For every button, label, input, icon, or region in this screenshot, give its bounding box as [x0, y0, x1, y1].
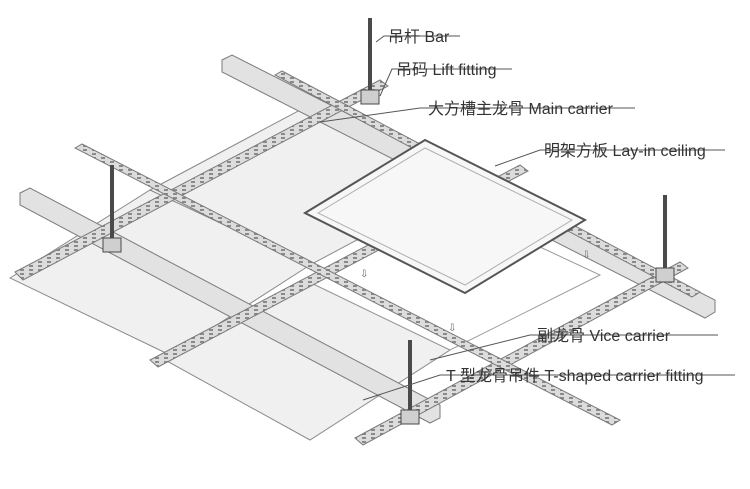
main-carrier-rail-icon: [19, 187, 441, 424]
down-arrow-icon: ⇩: [582, 250, 590, 261]
vice-carrier-rail-icon: [14, 79, 389, 281]
hangers: [102, 18, 675, 425]
leader-lift-fitting: [379, 68, 512, 97]
leader-vice-carrier: [429, 334, 718, 361]
vice-carrier-rail-icon: [73, 143, 622, 426]
vice-carrier-rail-icon: [354, 261, 689, 446]
hanger-rod-icon: [655, 195, 675, 283]
label-lift-fitting: 吊码 Lift fitting: [396, 61, 496, 79]
down-arrow-icon: ⇩: [360, 269, 368, 280]
leader-lines: [319, 35, 735, 401]
hanger-rod-icon: [360, 18, 380, 105]
leader-lay-in-ceiling: [494, 149, 725, 167]
label-t-shaped-fitting: T 型龙骨吊件 T-shaped carrier fitting: [446, 367, 704, 385]
label-lay-in-ceiling: 明架方板 Lay-in ceiling: [544, 142, 706, 160]
lift-fitting-icon: [102, 237, 122, 253]
leader-t-shaped-fitting: [362, 374, 735, 401]
labels: 吊杆 Bar 吊码 Lift fitting 大方槽主龙骨 Main carri…: [388, 28, 706, 385]
lift-fitting-icon: [655, 267, 675, 283]
label-vice-carrier: 副龙骨 Vice carrier: [537, 327, 671, 345]
lift-fitting-icon: [360, 89, 380, 105]
label-bar: 吊杆 Bar: [388, 28, 450, 46]
down-arrow-icon: ⇩: [448, 323, 456, 334]
arrows: ⇩ ⇩ ⇩: [360, 250, 590, 334]
hanger-rod-icon: [102, 165, 122, 253]
lay-in-panel-inner: [316, 147, 574, 286]
lift-fitting-icon: [400, 409, 420, 425]
hanger-rod-icon: [400, 340, 420, 425]
leader-main-carrier: [319, 107, 635, 123]
leader-bar: [375, 35, 460, 43]
label-main-carrier: 大方槽主龙骨 Main carrier: [428, 100, 614, 118]
